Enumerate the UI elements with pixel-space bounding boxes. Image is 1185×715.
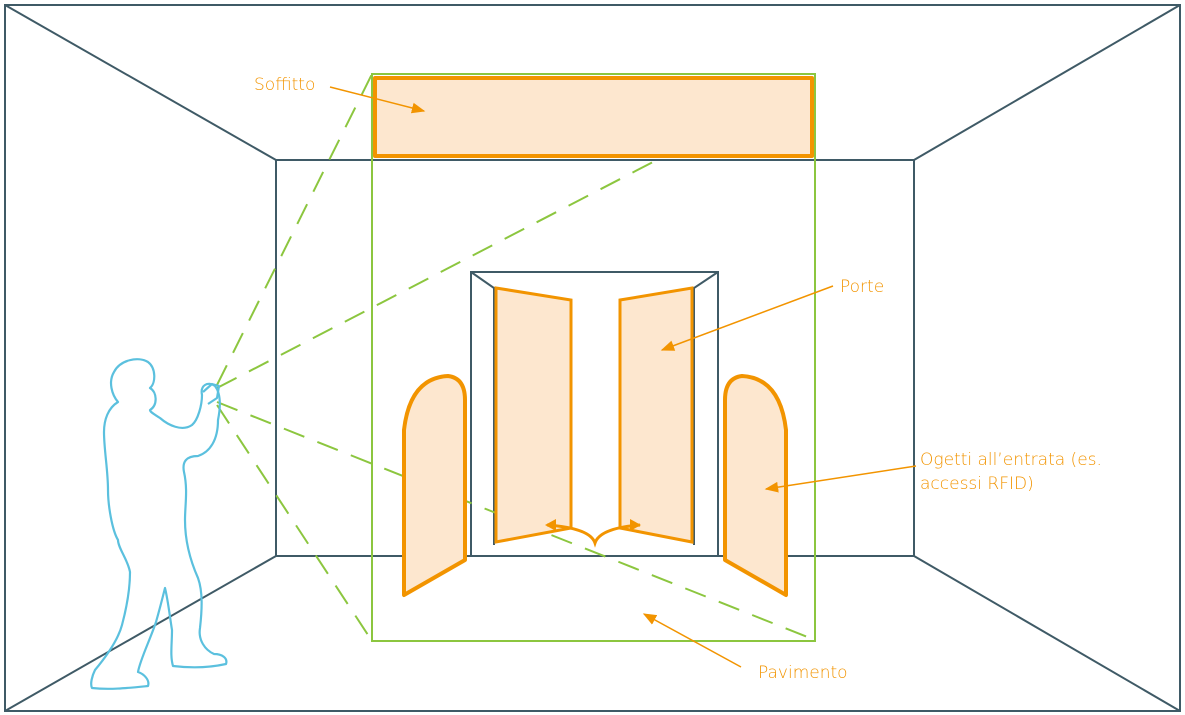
label-ceiling: Soffitto: [254, 75, 315, 95]
label-entrance-objects-2: accessi RFID): [920, 474, 1034, 494]
left-door: [494, 286, 573, 544]
ceiling-region: [373, 76, 814, 158]
label-arrows: [329, 86, 917, 668]
room-outline: [4, 4, 1181, 712]
doors: [494, 286, 694, 548]
label-floor: Pavimento: [758, 663, 848, 683]
rfid-gate-left: [402, 374, 467, 597]
rfid-gate-right: [723, 374, 788, 597]
right-door: [618, 286, 694, 544]
person-scanning-icon: [90, 358, 228, 690]
label-entrance-objects-1: Ogetti all’entrata (es.: [920, 450, 1102, 470]
label-doors: Porte: [840, 277, 884, 297]
door-frame: [470, 271, 719, 556]
scan-frame: [371, 73, 816, 642]
